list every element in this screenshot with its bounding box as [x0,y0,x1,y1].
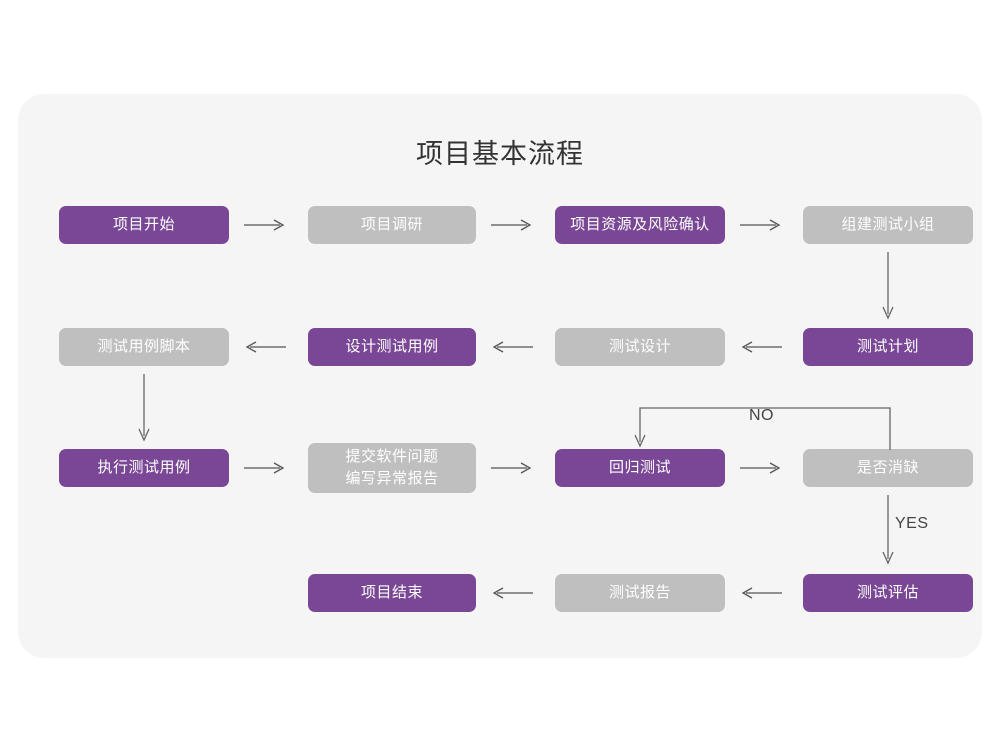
arrow-defect-to-evaluation [881,495,895,567]
node-submit-issue-report[interactable]: 提交软件问题 编写异常报告 [308,443,476,493]
page-title: 项目基本流程 [416,139,584,169]
node-project-end[interactable]: 项目结束 [308,574,476,612]
node-design-test-case[interactable]: 设计测试用例 [308,328,476,366]
arrow-resource-to-team [740,218,782,232]
arrow-report-to-end [491,586,533,600]
arrow-research-to-resource [491,218,533,232]
arrow-start-to-research [244,218,286,232]
node-execute-test-case[interactable]: 执行测试用例 [59,449,229,487]
node-project-start[interactable]: 项目开始 [59,206,229,244]
node-test-case-script[interactable]: 测试用例脚本 [59,328,229,366]
arrow-script-to-execute [137,374,151,444]
node-test-evaluation[interactable]: 测试评估 [803,574,973,612]
node-project-research[interactable]: 项目调研 [308,206,476,244]
node-test-report[interactable]: 测试报告 [555,574,725,612]
arrow-plan-to-design [740,340,782,354]
node-test-plan[interactable]: 测试计划 [803,328,973,366]
loop-label-no: NO [749,407,774,424]
node-regression-test[interactable]: 回归测试 [555,449,725,487]
loop-no-feedback [618,402,898,456]
node-defect-cleared[interactable]: 是否消缺 [803,449,973,487]
node-resource-risk[interactable]: 项目资源及风险确认 [555,206,725,244]
node-test-design[interactable]: 测试设计 [555,328,725,366]
flowchart-card: 项目基本流程 项目开始 项目调研 项目资源及风险确认 组建测试小组 测试用例脚本… [18,94,982,658]
arrow-execute-to-submit [244,461,286,475]
arrow-design-to-case [491,340,533,354]
node-build-test-team[interactable]: 组建测试小组 [803,206,973,244]
arrow-submit-to-regression [491,461,533,475]
decision-label-yes: YES [895,515,929,532]
arrow-regression-to-defect [740,461,782,475]
arrow-team-to-plan [881,252,895,322]
arrow-evaluation-to-report [740,586,782,600]
arrow-case-to-script [244,340,286,354]
